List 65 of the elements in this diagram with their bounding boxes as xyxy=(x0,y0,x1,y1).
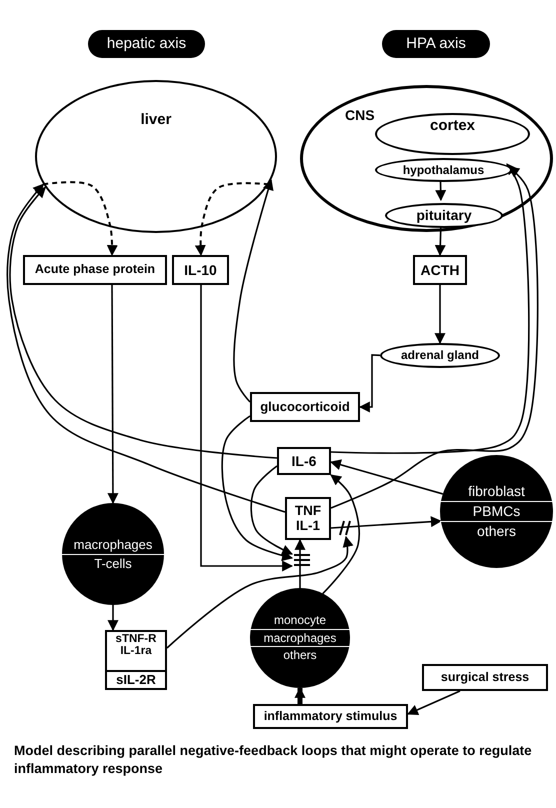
process-box xyxy=(253,704,408,729)
process-box xyxy=(422,664,548,691)
product-box xyxy=(105,630,167,690)
caption: Model describing parallel negative-feedback loops that might operate to regulate inflammatory response xyxy=(14,742,533,778)
node-label: hypothalamus xyxy=(402,164,484,176)
region-ellipse xyxy=(375,158,512,182)
arrow xyxy=(221,415,294,562)
node-label: IL-6 xyxy=(292,454,316,468)
cell-label: others xyxy=(250,646,350,664)
process-box xyxy=(277,447,331,475)
arrow xyxy=(330,166,538,509)
node-label: sTNF-R IL-1ra xyxy=(114,632,158,658)
arrow xyxy=(294,686,306,704)
node-label: ACTH xyxy=(420,262,460,278)
node-label: glucocorticoid xyxy=(260,400,350,414)
cell-label: monocyte xyxy=(272,612,328,629)
arrow xyxy=(330,516,442,529)
cell-label: macrophages xyxy=(250,628,350,646)
arrow xyxy=(43,181,118,256)
arrow xyxy=(330,459,444,495)
organ-ellipse xyxy=(300,85,553,232)
node-label: CNS xyxy=(345,108,375,123)
process-box xyxy=(23,255,167,285)
process-box xyxy=(413,255,467,285)
arrow xyxy=(166,536,354,649)
cell-label: PBMCs xyxy=(440,501,553,521)
node-label: HPA axis xyxy=(406,36,466,52)
arrow xyxy=(407,690,460,716)
inhibition-mark xyxy=(338,519,354,537)
process-box xyxy=(250,392,360,422)
arrow xyxy=(358,354,380,412)
arrow xyxy=(108,605,118,632)
region-ellipse xyxy=(375,113,530,155)
node-label: liver xyxy=(140,112,172,128)
arrow xyxy=(294,538,306,588)
arrow xyxy=(194,182,269,256)
arrow xyxy=(434,285,446,344)
arrow xyxy=(9,186,278,459)
node-label: pituitary xyxy=(416,208,472,223)
arrow xyxy=(322,474,360,594)
arrow xyxy=(330,163,530,454)
node-label: TNF IL-1 xyxy=(294,504,322,533)
node-label: Acute phase protein xyxy=(34,263,156,277)
arrow xyxy=(6,184,286,513)
cell-label: others xyxy=(440,520,553,541)
node-label: inflammatory stimulus xyxy=(264,710,398,724)
organ-ellipse xyxy=(35,80,277,233)
node-label: cortex xyxy=(430,118,476,134)
cell-label: fibroblast xyxy=(467,482,526,502)
process-box xyxy=(285,497,331,540)
node-label: adrenal gland xyxy=(400,349,480,362)
axis-label xyxy=(382,30,490,58)
node-label: surgical stress xyxy=(440,670,530,684)
cell-label: macrophages xyxy=(72,536,154,554)
arrow xyxy=(250,465,293,555)
arrow xyxy=(200,285,294,572)
arrow xyxy=(233,178,274,403)
cell-label: T-cells xyxy=(62,554,164,572)
axis-label xyxy=(88,30,205,58)
node-label: IL-10 xyxy=(184,262,217,278)
node-label: sIL-2R xyxy=(107,670,165,688)
node-label: hepatic axis xyxy=(106,36,186,52)
process-box xyxy=(172,255,229,285)
arrow xyxy=(107,285,118,504)
inhibition-mark xyxy=(292,553,312,567)
